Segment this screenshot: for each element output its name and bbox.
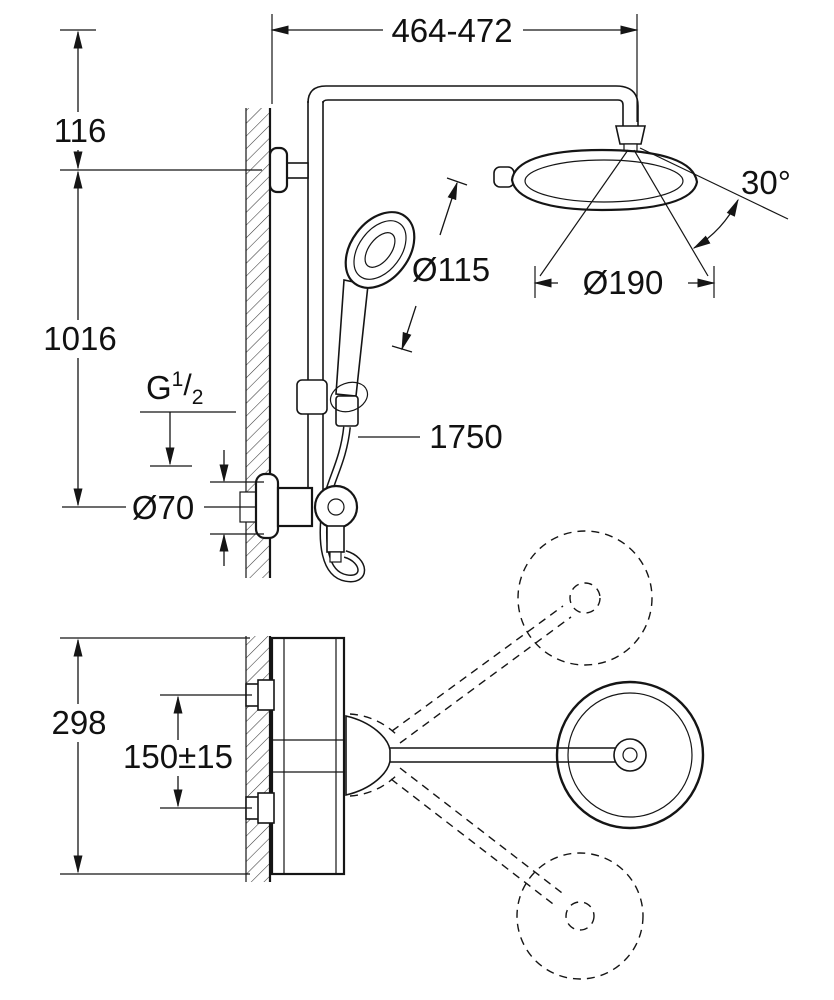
dim-inlet-spacing: 150±15 — [116, 694, 252, 809]
dim-escutcheon-diameter: Ø70 — [132, 450, 264, 566]
dim-hose-length: 1750 — [358, 418, 503, 455]
dim-wall-offset: 116 — [49, 29, 262, 171]
wall-section-bottom — [245, 636, 272, 882]
dim-hand-shower-diameter: Ø115 — [391, 177, 490, 353]
dim-riser-height: 1016 — [40, 170, 256, 508]
dim-head-shower-diameter: Ø190 — [533, 149, 716, 302]
dim-inlet-spacing-label: 150±15 — [123, 738, 233, 775]
hose-connector — [335, 395, 359, 427]
dim-thread-label: G1/2 — [146, 368, 203, 409]
mixer-body — [276, 486, 314, 528]
dim-body-height: 298 — [46, 637, 250, 875]
dim-head-angle: 30° — [639, 147, 791, 249]
dim-escutcheon-diameter-label: Ø70 — [132, 489, 194, 526]
mixer-hose-outlet — [326, 525, 345, 553]
bottom-plan-view — [245, 530, 705, 980]
inlet-fitting-top — [245, 679, 275, 711]
hand-shower-holder — [296, 379, 369, 415]
dim-head-angle-label: 30° — [741, 164, 791, 201]
wall-bracket — [268, 146, 309, 194]
mixer-knob — [313, 484, 359, 530]
head-shower — [493, 125, 699, 212]
inlet-fitting-bottom — [245, 792, 275, 824]
hand-shower — [335, 211, 416, 427]
dim-hand-shower-diameter-label: Ø115 — [412, 251, 490, 288]
mixer-escutcheon — [254, 472, 280, 540]
dim-hose-length-label: 1750 — [429, 418, 502, 455]
dim-width-range: 464-472 — [270, 11, 639, 122]
dim-riser-height-label: 1016 — [43, 320, 116, 357]
dim-width-range-label: 464-472 — [391, 12, 512, 49]
swivel-position-upper — [349, 530, 653, 744]
dim-wall-offset-label: 116 — [54, 112, 107, 149]
head-connector-nut — [615, 125, 646, 145]
ball-joint — [613, 738, 647, 772]
swivel-position-lower — [349, 767, 644, 980]
dim-head-shower-diameter-label: Ø190 — [583, 264, 664, 301]
shower-hose — [319, 426, 366, 583]
shower-arm-top-view — [345, 680, 705, 830]
mounting-plate — [270, 636, 346, 876]
hand-shower-handle — [335, 279, 369, 397]
thermostat-mixer — [239, 472, 359, 563]
dim-body-height-label: 298 — [51, 704, 106, 741]
dim-thread: G1/2 — [140, 368, 236, 467]
